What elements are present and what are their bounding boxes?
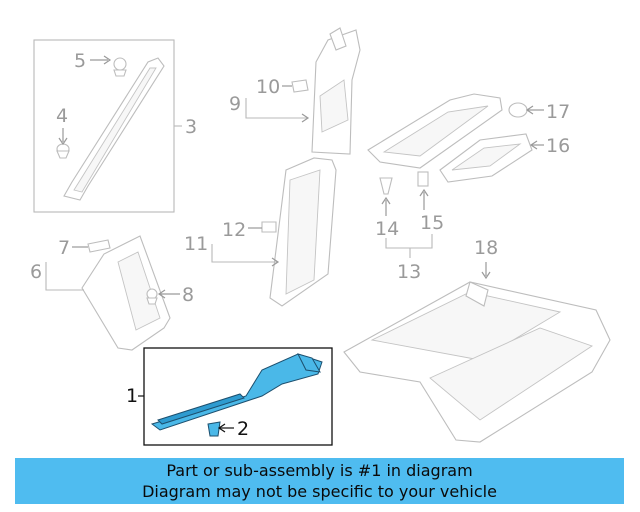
clip-5-icon xyxy=(113,57,127,77)
bracket-13 xyxy=(385,238,411,258)
bracket-16-part xyxy=(439,133,533,183)
callout-3: 3 xyxy=(185,116,197,138)
callout-4: 4 xyxy=(56,105,68,127)
kick-panel-trim xyxy=(81,235,171,351)
bracket-11 xyxy=(211,244,278,263)
clip-7-icon xyxy=(87,239,111,253)
bracket-9 xyxy=(245,98,308,119)
banner-line-2: Diagram may not be specific to your vehi… xyxy=(142,482,497,501)
b-pillar-upper-trim xyxy=(311,27,361,155)
callout-17: 17 xyxy=(546,101,570,123)
info-banner: Part or sub-assembly is #1 in diagram Di… xyxy=(15,458,624,504)
callout-9: 9 xyxy=(229,93,241,115)
clip-8-icon xyxy=(146,288,158,305)
a-pillar-trim xyxy=(63,57,165,201)
callout-14: 14 xyxy=(375,218,399,240)
callout-18: 18 xyxy=(474,237,498,259)
b-pillar-lower-trim xyxy=(269,157,337,307)
banner-line-1: Part or sub-assembly is #1 in diagram xyxy=(166,461,473,480)
callout-1: 1 xyxy=(126,385,138,407)
parts-diagram: 5 4 3 10 9 12 11 7 8 6 xyxy=(30,27,611,446)
callout-13: 13 xyxy=(397,261,421,283)
clip-12-icon xyxy=(261,221,277,233)
clip-15-icon xyxy=(417,171,429,187)
callout-15: 15 xyxy=(420,212,444,234)
bracket-6 xyxy=(45,262,84,291)
callout-5: 5 xyxy=(74,50,86,72)
callout-2: 2 xyxy=(237,418,249,440)
clip-4-icon xyxy=(56,143,70,159)
floor-carpet xyxy=(343,281,611,443)
callout-7: 7 xyxy=(58,237,70,259)
clip-17-icon xyxy=(508,102,528,118)
callout-16: 16 xyxy=(546,135,570,157)
callout-11: 11 xyxy=(184,233,208,255)
clip-10-icon xyxy=(291,79,309,93)
scuff-plate-part-1 xyxy=(150,353,323,431)
rear-sill-trim xyxy=(367,93,503,169)
callout-6: 6 xyxy=(30,261,42,283)
clip-2-icon xyxy=(207,421,221,437)
callout-8: 8 xyxy=(182,284,194,306)
callout-12: 12 xyxy=(222,219,246,241)
clip-14-icon xyxy=(379,177,393,195)
callout-10: 10 xyxy=(256,76,280,98)
